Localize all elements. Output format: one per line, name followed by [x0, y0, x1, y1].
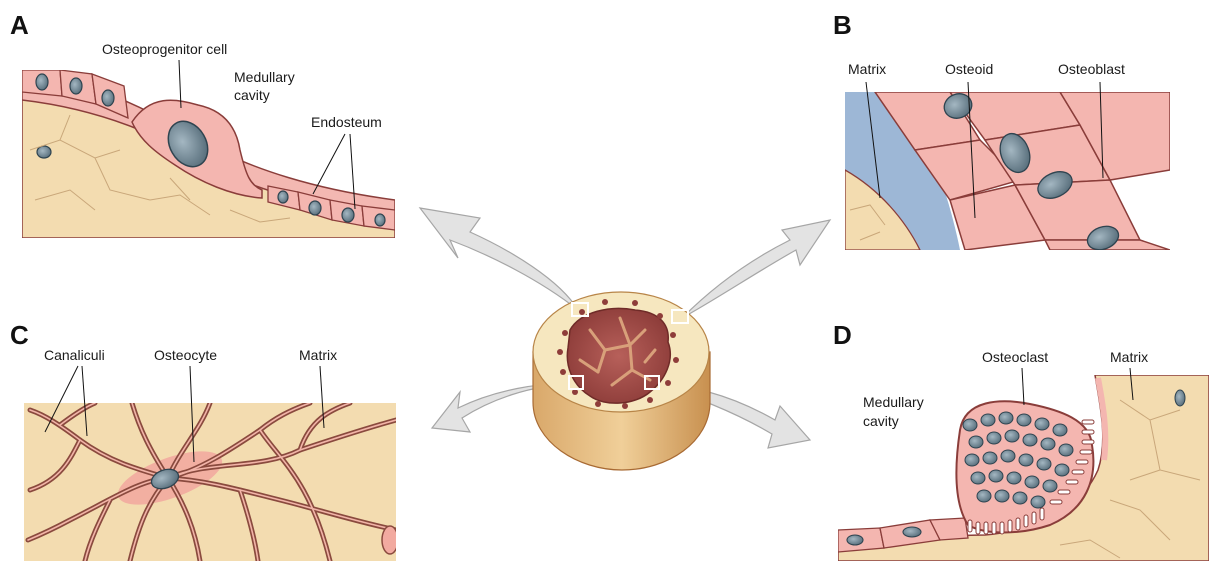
panel-b-illustration	[845, 90, 1170, 254]
center-bone	[420, 208, 830, 470]
arrow-to-b	[682, 220, 830, 318]
panel-a-illustration	[22, 70, 395, 238]
panel-c-illustration	[24, 403, 398, 561]
label-osteocyte: Osteocyte	[154, 347, 217, 363]
label-matrix-c: Matrix	[299, 347, 337, 363]
label-medullary-d-2: cavity	[863, 413, 899, 429]
panel-c-letter: C	[10, 320, 29, 350]
label-medullary-a-1: Medullary	[234, 69, 295, 85]
label-canaliculi: Canaliculi	[44, 347, 105, 363]
panel-d-letter: D	[833, 320, 852, 350]
panel-b-letter: B	[833, 10, 852, 40]
label-osteoprogenitor-cell: Osteoprogenitor cell	[102, 41, 227, 57]
panel-a-letter: A	[10, 10, 29, 40]
panel-a: A	[10, 10, 395, 238]
panel-b: B	[833, 10, 1170, 254]
label-osteoid: Osteoid	[945, 61, 993, 77]
arrow-to-a	[420, 208, 578, 310]
label-medullary-a-2: cavity	[234, 87, 270, 103]
label-medullary-d-1: Medullary	[863, 394, 924, 410]
label-endosteum: Endosteum	[311, 114, 382, 130]
label-osteoblast: Osteoblast	[1058, 61, 1125, 77]
label-osteoclast: Osteoclast	[982, 349, 1048, 365]
label-matrix-d: Matrix	[1110, 349, 1148, 365]
panel-d: D	[833, 320, 1209, 561]
panel-c: C	[10, 320, 398, 561]
label-matrix-b: Matrix	[848, 61, 886, 77]
